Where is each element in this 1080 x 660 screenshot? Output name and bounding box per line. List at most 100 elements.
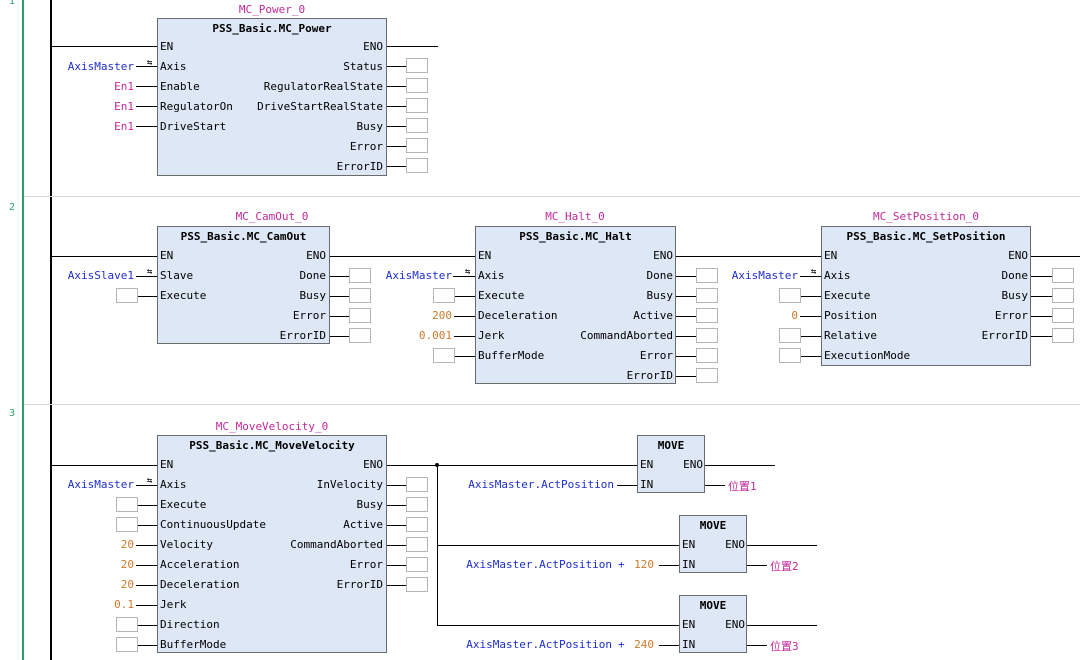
pin-axis[interactable]: Axis [160,60,187,73]
empty-input-box[interactable] [116,288,138,303]
empty-output-box[interactable] [1052,288,1074,303]
empty-output-box[interactable] [406,98,428,113]
pin-en[interactable]: EN [160,458,174,471]
pin-error[interactable]: Error [349,140,383,153]
axis-variable[interactable]: AxisMaster [731,269,798,282]
pin-active[interactable]: Active [633,309,673,322]
pin-error[interactable]: Error [994,309,1028,322]
pin-eno[interactable]: ENO [363,40,383,53]
move-input-variable[interactable]: AxisMaster.ActPosition [466,638,612,651]
network-number-3[interactable]: 3 [9,408,16,419]
empty-output-box[interactable] [406,497,428,512]
empty-output-box[interactable] [406,118,428,133]
pin-eno[interactable]: ENO [683,458,703,471]
pin-in[interactable]: IN [682,558,696,571]
pin-busy[interactable]: Busy [299,289,327,302]
move-output-variable[interactable]: 位置1 [728,480,757,493]
move-input-variable[interactable]: AxisMaster.ActPosition [468,478,614,491]
empty-output-box[interactable] [406,477,428,492]
mc-power-instance-name[interactable]: MC_Power_0 [238,3,306,16]
mc-camout-block[interactable]: PSS_Basic.MC_CamOut [157,226,330,344]
pin-regulator-on[interactable]: RegulatorOn [160,100,233,113]
pin-done[interactable]: Done [646,269,674,282]
position-value[interactable]: 0 [791,309,798,322]
mc-setposition-instance-name[interactable]: MC_SetPosition_0 [873,210,979,223]
offset-value[interactable]: 120 [634,558,654,571]
pin-status[interactable]: Status [343,60,383,73]
empty-output-box[interactable] [406,517,428,532]
empty-output-box[interactable] [349,308,371,323]
pin-enable[interactable]: Enable [160,80,200,93]
pin-command-aborted[interactable]: CommandAborted [290,538,383,551]
pin-position[interactable]: Position [824,309,877,322]
pin-in[interactable]: IN [682,638,696,651]
empty-output-box[interactable] [696,368,718,383]
pin-eno[interactable]: ENO [653,249,673,262]
mc-movevelocity-block[interactable]: PSS_Basic.MC_MoveVelocity [157,435,387,653]
pin-error-id[interactable]: ErrorID [336,578,383,591]
pin-error-id[interactable]: ErrorID [626,369,673,382]
mc-halt-block[interactable]: PSS_Basic.MC_Halt [475,226,676,384]
pin-error[interactable]: Error [639,349,673,362]
pin-eno[interactable]: ENO [1008,249,1028,262]
axis-variable[interactable]: AxisMaster [67,60,134,73]
network-number-2[interactable]: 2 [9,202,16,213]
pin-regulator-real-state[interactable]: RegulatorRealState [263,80,383,93]
pin-eno[interactable]: ENO [363,458,383,471]
empty-input-box[interactable] [779,348,801,363]
empty-input-box[interactable] [116,517,138,532]
pin-en[interactable]: EN [824,249,838,262]
pin-busy[interactable]: Busy [646,289,674,302]
empty-input-box[interactable] [433,348,455,363]
empty-input-box[interactable] [116,497,138,512]
drive-start-variable[interactable]: En1 [114,120,134,133]
pin-en[interactable]: EN [682,538,696,551]
empty-output-box[interactable] [1052,328,1074,343]
move-input-variable[interactable]: AxisMaster.ActPosition [466,558,612,571]
pin-deceleration[interactable]: Deceleration [160,578,240,591]
mc-halt-instance-name[interactable]: MC_Halt_0 [545,210,605,223]
pin-error[interactable]: Error [349,558,383,571]
pin-error[interactable]: Error [292,309,326,322]
pin-command-aborted[interactable]: CommandAborted [580,329,673,342]
network-number-1[interactable]: 1 [9,0,16,7]
pin-continuous-update[interactable]: ContinuousUpdate [160,518,266,531]
empty-input-box[interactable] [116,637,138,652]
mc-setposition-block[interactable]: PSS_Basic.MC_SetPosition [821,226,1031,366]
pin-execute[interactable]: Execute [824,289,871,302]
pin-en[interactable]: EN [160,249,174,262]
pin-acceleration[interactable]: Acceleration [160,558,240,571]
empty-output-box[interactable] [406,537,428,552]
pin-direction[interactable]: Direction [160,618,220,631]
slave-variable[interactable]: AxisSlave1 [67,269,134,282]
pin-busy[interactable]: Busy [356,498,384,511]
empty-input-box[interactable] [779,328,801,343]
axis-variable[interactable]: AxisMaster [67,478,134,491]
deceleration-value[interactable]: 200 [432,309,452,322]
pin-error-id[interactable]: ErrorID [981,329,1028,342]
pin-busy[interactable]: Busy [1001,289,1029,302]
pin-en[interactable]: EN [682,618,696,631]
mc-camout-instance-name[interactable]: MC_CamOut_0 [235,210,309,223]
pin-slave[interactable]: Slave [160,269,194,282]
empty-output-box[interactable] [696,308,718,323]
pin-eno[interactable]: ENO [725,618,745,631]
pin-eno[interactable]: ENO [725,538,745,551]
acceleration-value[interactable]: 20 [120,558,134,571]
empty-output-box[interactable] [1052,308,1074,323]
empty-output-box[interactable] [406,58,428,73]
empty-output-box[interactable] [349,328,371,343]
move-output-variable[interactable]: 位置2 [770,560,799,573]
pin-deceleration[interactable]: Deceleration [478,309,558,322]
empty-output-box[interactable] [406,78,428,93]
pin-axis[interactable]: Axis [160,478,187,491]
empty-input-box[interactable] [433,288,455,303]
empty-output-box[interactable] [349,288,371,303]
pin-velocity[interactable]: Velocity [160,538,213,551]
pin-relative[interactable]: Relative [824,329,877,342]
move-block-3[interactable]: MOVE [679,595,747,653]
pin-in[interactable]: IN [640,478,654,491]
move-block-1[interactable]: MOVE [637,435,705,493]
empty-output-box[interactable] [349,268,371,283]
pin-done[interactable]: Done [299,269,327,282]
